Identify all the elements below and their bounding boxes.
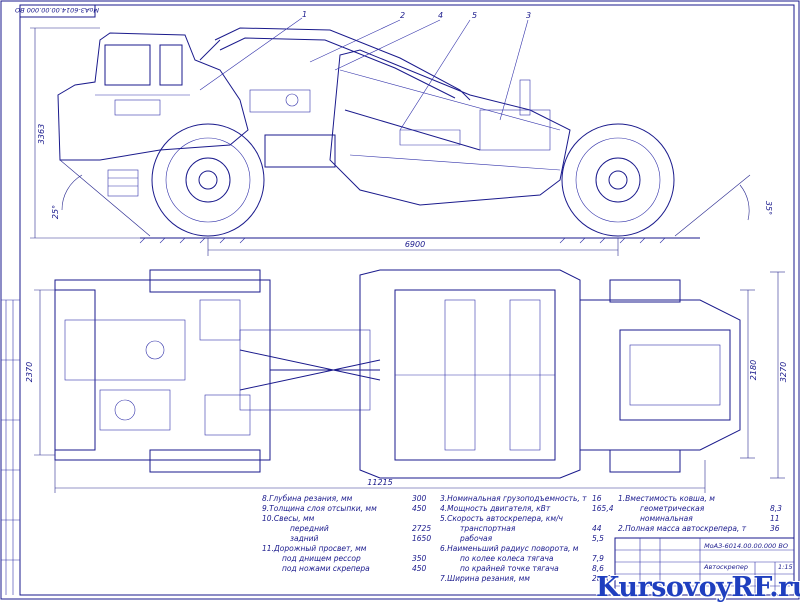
spec-value: 7,9 bbox=[592, 554, 604, 563]
spec-label: 10.Свесы, мм bbox=[262, 514, 315, 523]
spec-value: 8,3 bbox=[770, 504, 782, 513]
gooseneck bbox=[214, 27, 471, 101]
spec-label: рабочая bbox=[460, 534, 493, 543]
spec-label: 6.Наименьший радиус поворота, м bbox=[440, 544, 579, 553]
spec-label: 4.Мощность двигателя, кВт bbox=[440, 504, 551, 513]
spec-value: 450 bbox=[412, 504, 427, 513]
part-number-4: 4 bbox=[438, 11, 443, 20]
spec-value: 5,5 bbox=[592, 534, 604, 543]
spec-label: геометрическая bbox=[640, 504, 705, 513]
spec-value: 300 bbox=[412, 494, 427, 503]
part-number-5: 5 bbox=[472, 11, 477, 20]
spec-value: 2725 bbox=[412, 524, 432, 533]
dim-length: 11215 bbox=[367, 478, 392, 487]
spec-label: по колее колеса тягача bbox=[460, 554, 554, 563]
scraper-bowl bbox=[329, 49, 571, 206]
spec-label: передний bbox=[290, 524, 329, 533]
spec-label: транспортная bbox=[460, 524, 516, 533]
dim-angle-rear: 35° bbox=[764, 201, 773, 215]
title-code: МоАЗ-6014.00.00.000 ВО bbox=[704, 542, 788, 550]
spec-value: 165,4 bbox=[592, 504, 614, 513]
spec-label: по крайней точке тягача bbox=[460, 564, 559, 573]
cab-window bbox=[104, 44, 151, 86]
spec-label: 9.Толщина слоя отсыпки, мм bbox=[262, 504, 377, 513]
part-number-2: 2 bbox=[400, 11, 405, 20]
rear-pod bbox=[619, 329, 731, 421]
spec-value: 450 bbox=[412, 564, 427, 573]
dim-angle-front: 25° bbox=[51, 205, 60, 219]
spec-value: 36 bbox=[770, 524, 780, 533]
spec-label: 2.Полная масса автоскрепера, т bbox=[618, 524, 747, 533]
title-block: МоАЗ-6014.00.00.000 ВО Автоскрепер 1:15 bbox=[614, 537, 795, 596]
dim-height: 3363 bbox=[37, 124, 46, 144]
dim-width-right-inner: 2180 bbox=[749, 360, 758, 380]
title-name: Автоскрепер bbox=[703, 563, 748, 571]
watermark: KursovoyRF.ru bbox=[596, 572, 800, 603]
spec-value: 350 bbox=[412, 554, 427, 563]
spec-value: 11 bbox=[770, 514, 780, 523]
spec-value: 2820 bbox=[592, 574, 612, 583]
title-scale: 1:15 bbox=[778, 563, 793, 571]
spec-label: 1.Вместимость ковша, м bbox=[618, 494, 715, 503]
front-wheel bbox=[151, 123, 265, 237]
tractor-top bbox=[54, 279, 271, 461]
specs-column-3: 1.Вместимость ковша, м геометрическая 8,3… bbox=[618, 494, 788, 534]
scraper-frame-top bbox=[359, 269, 581, 479]
spec-value: 1650 bbox=[412, 534, 432, 543]
tractor-body bbox=[57, 32, 249, 161]
spec-value: 8,6 bbox=[592, 564, 604, 573]
code-box bbox=[19, 4, 96, 18]
part-number-1: 1 bbox=[302, 10, 307, 19]
spec-label: под днищем рессор bbox=[282, 554, 361, 563]
spec-label: 11.Дорожный просвет, мм bbox=[262, 544, 367, 553]
spec-label: 8.Глубина резания, мм bbox=[262, 494, 353, 503]
spec-label: 3.Номинальная грузоподъемность, т bbox=[440, 494, 587, 503]
dim-width-right-outer: 3270 bbox=[779, 362, 788, 382]
drawing-code-rotated: МоАЗ-6014.00.00.000 ВО bbox=[15, 6, 99, 14]
part-number-3: 3 bbox=[526, 11, 531, 20]
side-view: 1 2 4 5 3 3363 25° 35° 6900 bbox=[30, 10, 773, 256]
spec-value: 44 bbox=[592, 524, 602, 533]
spec-label: задний bbox=[290, 534, 319, 543]
top-view: 2370 2180 3270 11215 bbox=[25, 269, 788, 493]
dim-wheelbase: 6900 bbox=[405, 240, 425, 249]
spec-label: 5.Скорость автоскрепера, км/ч bbox=[440, 514, 563, 523]
spec-value: 16 bbox=[592, 494, 602, 503]
rear-wheel bbox=[561, 123, 675, 237]
specs-column-2: 3.Номинальная грузоподъемность, т 16 4.Мо… bbox=[440, 494, 620, 584]
spec-label: под ножами скрепера bbox=[282, 564, 370, 573]
dim-width-left: 2370 bbox=[25, 362, 34, 382]
spec-label: 7.Ширина резания, мм bbox=[440, 574, 530, 583]
specs-column-1: 8.Глубина резания, мм 300 9.Толщина слоя … bbox=[262, 494, 432, 574]
spec-label: номинальная bbox=[640, 514, 693, 523]
